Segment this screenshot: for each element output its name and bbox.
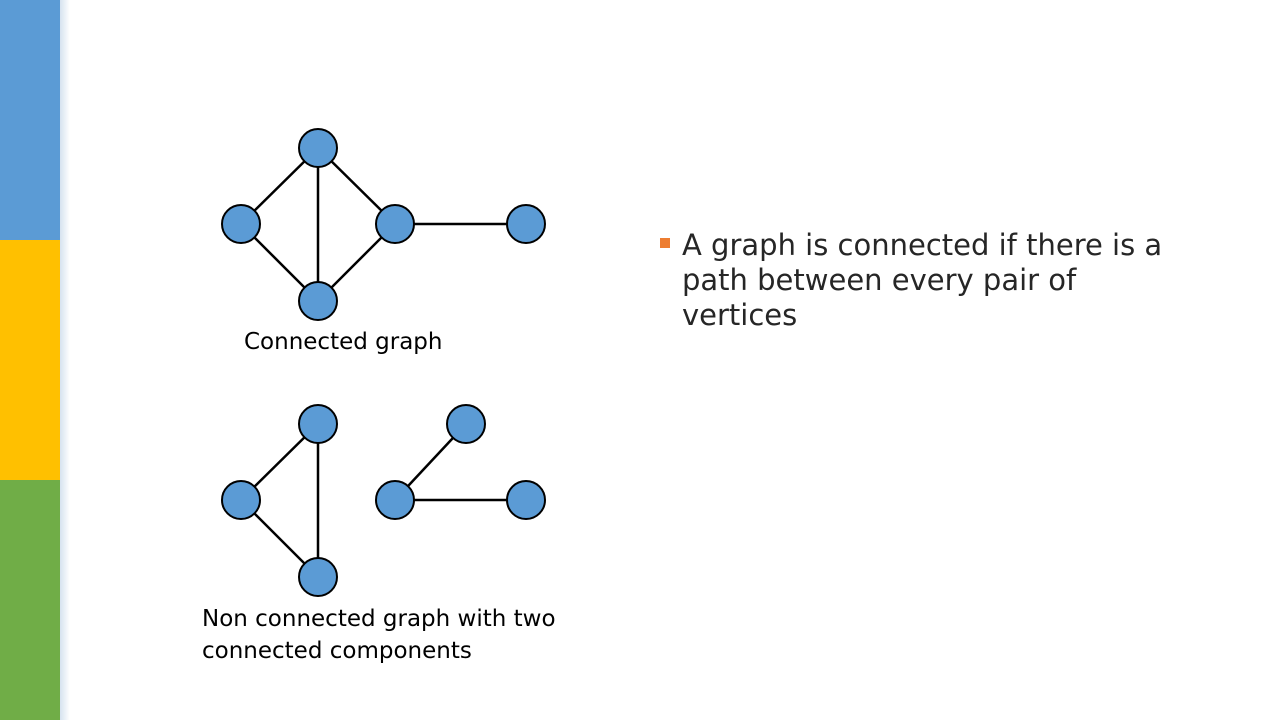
component-1-node-top (298, 404, 338, 444)
blue-stripe (0, 0, 60, 240)
component-2-node-left (375, 480, 415, 520)
component-1-node-bottom (298, 557, 338, 597)
component-2-node-top (446, 404, 486, 444)
connected-node-left (221, 204, 261, 244)
green-stripe (0, 480, 60, 720)
component-1-node-left (221, 480, 261, 520)
connected-node-bottom (298, 281, 338, 321)
connected-node-right (506, 204, 546, 244)
bullet-square-icon (660, 238, 670, 248)
side-bar-shadow (60, 0, 70, 720)
connected-node-middle (375, 204, 415, 244)
component-2-node-right (506, 480, 546, 520)
connected-node-top (298, 128, 338, 168)
bullet-text: A graph is connected if there is a path … (682, 228, 1163, 332)
side-color-bar (0, 0, 60, 720)
non-connected-graph-caption: Non connected graph with two connected c… (202, 606, 556, 664)
yellow-stripe (0, 240, 60, 480)
connected-graph-caption: Connected graph (244, 329, 443, 355)
